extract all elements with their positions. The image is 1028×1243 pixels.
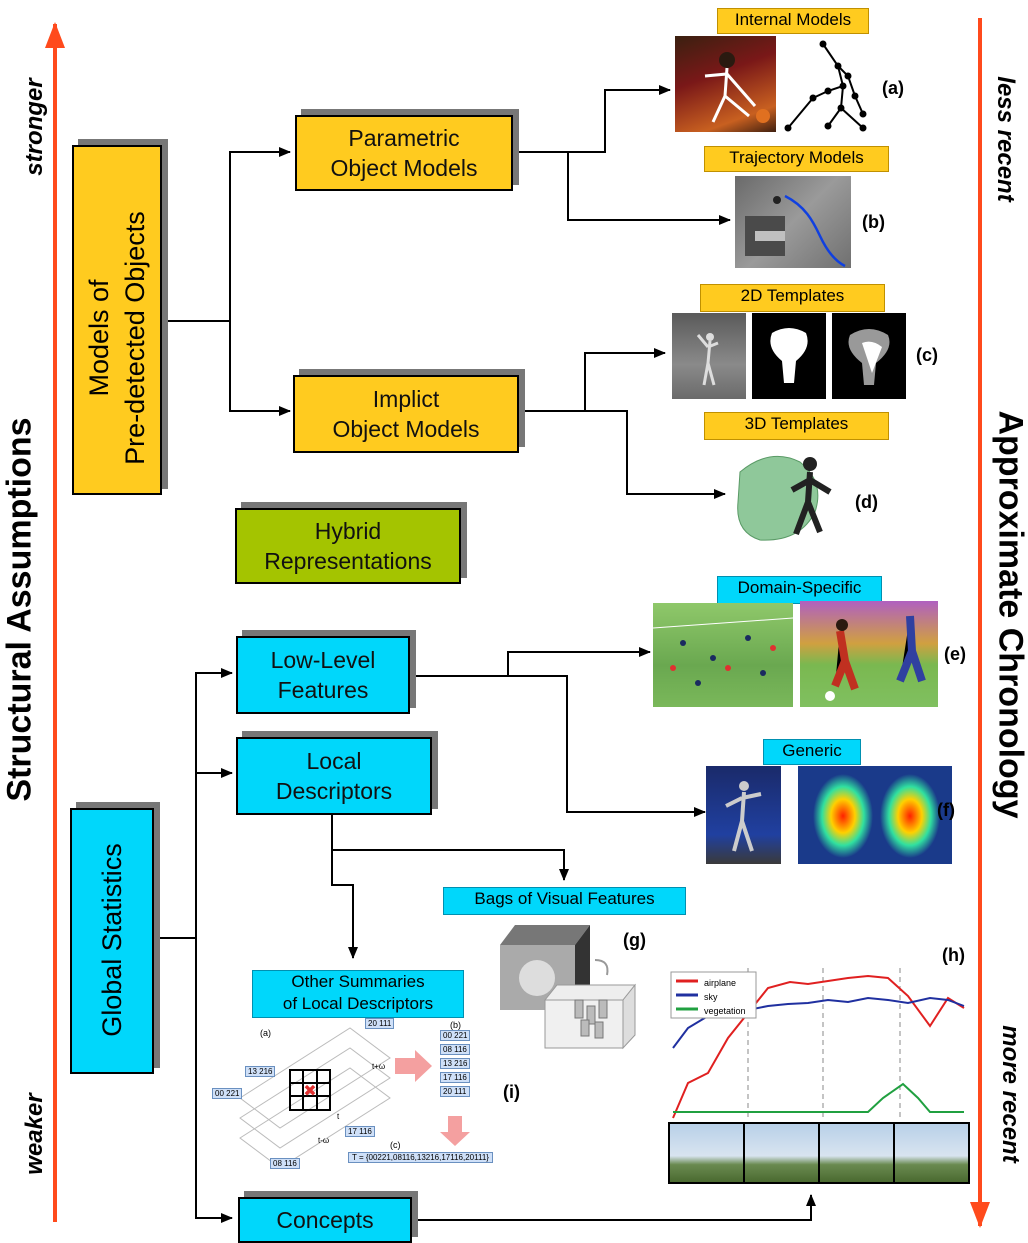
- label-i: (i): [503, 1082, 520, 1103]
- generic-tag: Generic: [763, 739, 861, 765]
- soccer-field-image: [653, 603, 793, 707]
- global-statistics-box: Global Statistics: [70, 808, 154, 1074]
- legend-vegetation: vegetation: [704, 1006, 746, 1016]
- dancer-generic-image: [706, 766, 781, 864]
- parametric-object-models-box: Parametric Object Models: [295, 115, 513, 191]
- concepts-box: Concepts: [238, 1197, 412, 1243]
- axis-t-minus: t-ω: [318, 1136, 329, 1145]
- descriptor-summary-figure: ✖ (a) (b) (c) 00 221 13 216 20 111 17 11…: [200, 1018, 540, 1178]
- frame-1: [670, 1124, 743, 1182]
- local-descriptors-box: Local Descriptors: [236, 737, 432, 815]
- local-descriptors-label: Local Descriptors: [276, 746, 392, 806]
- low-level-features-box: Low-Level Features: [236, 636, 410, 714]
- code-left-0: 00 221: [212, 1088, 242, 1099]
- hybrid-representations-box: Hybrid Representations: [235, 508, 461, 584]
- axis-structural-assumptions-title: Structural Assumptions: [1, 400, 40, 820]
- models-predetected-label: Models of Pre-detected Objects: [81, 168, 153, 508]
- implicit-object-models-label: Implict Object Models: [332, 384, 479, 444]
- label-d: (d): [855, 492, 878, 513]
- concepts-label: Concepts: [276, 1205, 373, 1235]
- domain-specific-tag: Domain-Specific: [717, 576, 882, 604]
- svg-text:✖: ✖: [303, 1083, 316, 1100]
- formula-label: T = {00221,08116,13216,17116,20111}: [348, 1152, 493, 1163]
- bags-visual-features-tag: Bags of Visual Features: [443, 887, 686, 915]
- internal-models-tag: Internal Models: [717, 8, 869, 34]
- label-e: (e): [944, 644, 966, 665]
- basketball-player-image: [675, 36, 776, 132]
- axis-less-recent-label: less recent: [991, 74, 1019, 204]
- axis-stronger-label: stronger: [21, 72, 49, 182]
- 3d-template-image: [730, 442, 850, 548]
- parametric-object-models-label: Parametric Object Models: [330, 123, 477, 183]
- subfigure-c-label: (c): [390, 1140, 401, 1150]
- low-level-features-label: Low-Level Features: [271, 645, 376, 705]
- subfigure-a-label: (a): [260, 1028, 271, 1038]
- motion-energy-template: [752, 313, 826, 399]
- series-vegetation: [673, 1084, 964, 1112]
- code-right-4: 20 111: [440, 1086, 470, 1097]
- 3d-templates-tag: 3D Templates: [704, 412, 889, 440]
- label-b: (b): [862, 212, 885, 233]
- heatmap-image: [798, 766, 952, 864]
- skeleton-image: [783, 36, 878, 132]
- global-statistics-label: Global Statistics: [94, 810, 130, 1070]
- axis-weaker-label: weaker: [21, 1079, 49, 1189]
- axis-more-recent-label: more recent: [996, 1019, 1024, 1169]
- hybrid-representations-label: Hybrid Representations: [264, 516, 432, 576]
- concept-frames: [668, 1122, 970, 1184]
- implicit-object-models-box: Implict Object Models: [293, 375, 519, 453]
- code-right-0: 00 221: [440, 1030, 470, 1041]
- frame-4: [895, 1124, 968, 1182]
- frame-3: [820, 1124, 893, 1182]
- axis-approximate-chronology-title: Approximate Chronology: [991, 405, 1028, 825]
- soccer-players-image: [800, 601, 938, 707]
- other-summaries-tag: Other Summaries of Local Descriptors: [252, 970, 464, 1018]
- frame-2: [745, 1124, 818, 1182]
- label-g: (g): [623, 930, 646, 951]
- legend-airplane: airplane: [704, 978, 736, 988]
- code-list-right: 00 221 08 116 13 216 17 116 20 111: [440, 1030, 470, 1097]
- code-left-4: 08 116: [270, 1158, 300, 1169]
- label-c: (c): [916, 345, 938, 366]
- label-h: (h): [942, 945, 965, 966]
- subfigure-b-label: (b): [450, 1020, 461, 1030]
- trajectory-models-tag: Trajectory Models: [704, 146, 889, 172]
- axis-t-plus: t+ω: [372, 1062, 385, 1071]
- trajectory-image: [735, 176, 851, 268]
- legend-sky: sky: [704, 992, 718, 1002]
- code-left-1: 13 216: [245, 1066, 275, 1077]
- code-left-2: 20 111: [365, 1018, 394, 1029]
- models-predetected-box: Models of Pre-detected Objects: [72, 145, 162, 495]
- code-right-3: 17 116: [440, 1072, 470, 1083]
- 2d-templates-tag: 2D Templates: [700, 284, 885, 312]
- code-left-3: 17 116: [345, 1126, 375, 1137]
- label-a: (a): [882, 78, 904, 99]
- label-f: (f): [937, 800, 955, 821]
- motion-history-template: [832, 313, 906, 399]
- axis-t: t: [337, 1112, 339, 1121]
- code-right-2: 13 216: [440, 1058, 470, 1069]
- code-right-1: 08 116: [440, 1044, 470, 1055]
- concept-chart: airplane sky vegetation: [668, 968, 966, 1120]
- dancer-video-frame: [672, 313, 746, 399]
